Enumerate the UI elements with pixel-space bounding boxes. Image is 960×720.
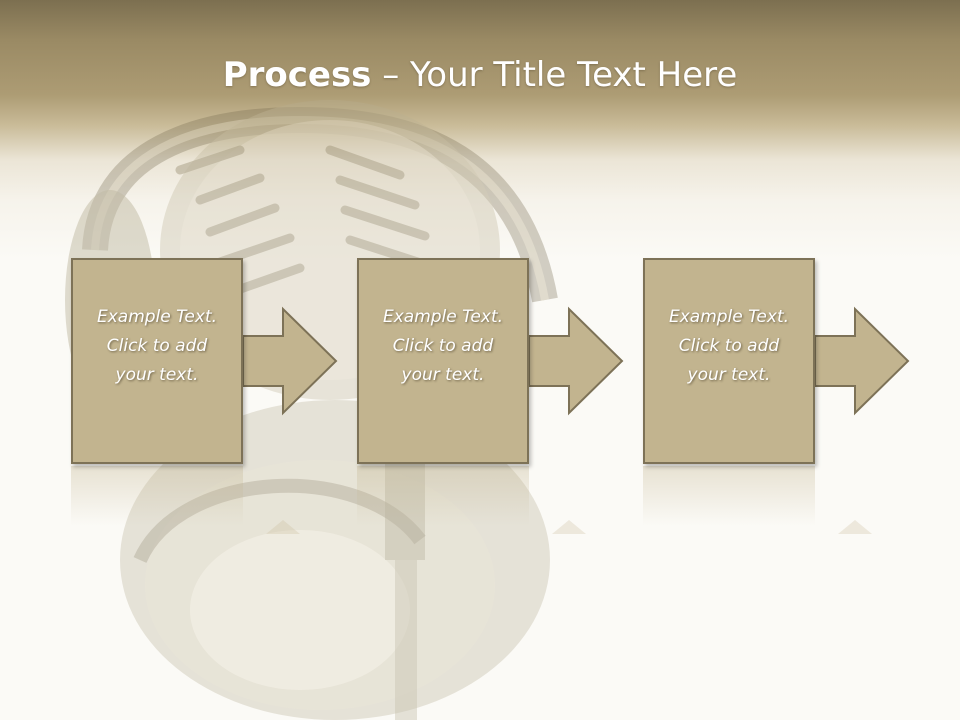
arrow-right-icon bbox=[242, 306, 338, 416]
process-step-1[interactable]: Example Text. Click to add your text. bbox=[71, 258, 243, 464]
box-reflection bbox=[71, 466, 243, 526]
title-rest: – Your Title Text Here bbox=[371, 55, 738, 95]
step-1-text: Example Text. Click to add your text. bbox=[96, 306, 218, 385]
title-bold: Process bbox=[222, 55, 372, 95]
step-3-text: Example Text. Click to add your text. bbox=[668, 306, 790, 385]
process-step-3[interactable]: Example Text. Click to add your text. bbox=[643, 258, 815, 464]
slide-title[interactable]: Process – Your Title Text Here bbox=[0, 52, 960, 98]
process-step-2[interactable]: Example Text. Click to add your text. bbox=[357, 258, 529, 464]
arrow-right-icon bbox=[814, 306, 910, 416]
box-reflection bbox=[643, 466, 815, 526]
step-2-text: Example Text. Click to add your text. bbox=[382, 306, 504, 385]
arrow-right-icon bbox=[528, 306, 624, 416]
box-reflection bbox=[357, 466, 529, 526]
